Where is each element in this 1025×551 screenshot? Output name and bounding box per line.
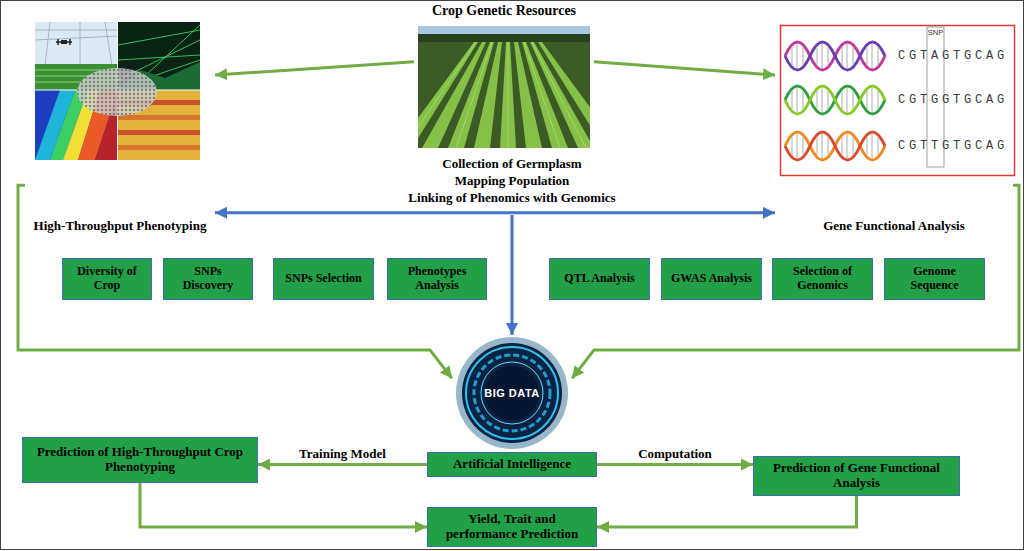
crop-field-photo <box>538 42 590 148</box>
connector-arrow <box>215 62 414 75</box>
crop-field-photo <box>474 42 502 148</box>
image-panel: Crop Genetic Resources <box>414 3 594 150</box>
process-box: QTL Analysis <box>549 258 650 300</box>
process-box: Phenotypes Analysis <box>387 258 487 300</box>
phenotyping-collage <box>56 39 72 45</box>
phenotyping-collage <box>77 68 157 116</box>
circle-core <box>485 366 539 420</box>
box-label: SNPs Discovery <box>169 265 247 293</box>
edge-label: Computation <box>636 446 714 461</box>
box-label: Selection of Genomics <box>778 265 867 293</box>
box-label: Diversity of Crop <box>68 265 146 293</box>
connector-arrow <box>594 62 775 75</box>
flow-arrow <box>511 215 514 335</box>
annotation-text: Linking of Phenomics with Genomics <box>312 190 712 205</box>
box-label: Genome Sequence <box>890 265 979 293</box>
snp-tag: SNP <box>927 28 944 37</box>
dna-illustration <box>792 134 878 158</box>
process-box: Diversity of Crop <box>62 258 152 300</box>
circle-body <box>462 343 562 443</box>
phenotyping-collage <box>35 22 200 160</box>
box-label: GWAS Analysis <box>671 272 752 286</box>
box-label: Phenotypes Analysis <box>393 265 481 293</box>
dna-illustration <box>785 86 885 114</box>
process-box: Genome Sequence <box>884 258 985 300</box>
phenotyping-collage <box>61 40 67 44</box>
box-label: Artificial Intelligence <box>453 457 571 472</box>
phenotyping-collage <box>118 145 200 150</box>
dna-illustration <box>792 88 878 112</box>
crop-field-photo <box>418 26 590 148</box>
dna-illustration <box>785 132 885 160</box>
phenotyping-collage <box>35 22 200 160</box>
process-box: SNPs Selection <box>273 258 374 300</box>
dna-illustration <box>785 42 885 160</box>
dna-sequence: CGTTGTGCAG <box>898 139 1018 153</box>
dna-sequence: CGTAGTGCAG <box>898 49 1018 63</box>
data-circle: BIG DATA <box>452 337 572 449</box>
box-label: SNPs Selection <box>285 272 361 286</box>
dna-illustration <box>785 42 885 70</box>
process-box: Artificial Intelligence <box>427 452 597 477</box>
annotation-text: Collection of Germplasm <box>312 156 712 171</box>
connector-arrow <box>140 483 427 527</box>
circle-ring <box>466 347 558 439</box>
circle-label: BIG DATA <box>484 387 540 400</box>
dna-illustration <box>785 132 885 160</box>
circle-ring <box>474 355 550 431</box>
dna-illustration <box>785 42 885 70</box>
edge-label: Training Model <box>297 446 388 461</box>
process-box: Yield, Trait and performance Prediction <box>427 507 597 547</box>
process-box: SNPs Discovery <box>163 258 253 300</box>
process-box: Prediction of Gene Functional Analysis <box>753 456 960 496</box>
circle-ring <box>481 362 543 424</box>
phenotyping-collage <box>77 68 157 116</box>
connector-arrow <box>597 496 857 527</box>
box-label: QTL Analysis <box>564 272 634 286</box>
process-box: Prediction of High-Throughput Crop Pheno… <box>22 437 258 483</box>
connector-arrow <box>597 463 753 466</box>
process-box: Selection of Genomics <box>772 258 873 300</box>
connector-arrow <box>258 463 427 466</box>
crop-field-photo <box>418 34 590 42</box>
image-panel: High-Throughput Phenotyping <box>25 22 215 234</box>
crop-field-photo <box>418 42 586 148</box>
dna-sequence: CGTGGTGCAG <box>898 93 1018 107</box>
phenotyping-collage <box>118 115 200 120</box>
dna-illustration <box>792 44 878 68</box>
box-label: Prediction of Gene Functional Analysis <box>759 461 954 491</box>
panel-caption: High-Throughput Phenotyping <box>34 219 207 234</box>
annotation-text: Mapping Population <box>312 173 712 188</box>
circle-glow <box>456 337 568 449</box>
connector-arrow <box>215 211 775 214</box>
phenotyping-collage <box>118 130 200 135</box>
panel-caption: Gene Functional Analysis <box>823 219 965 234</box>
box-label: Prediction of High-Throughput Crop Pheno… <box>28 445 252 475</box>
phenotyping-collage <box>35 22 118 66</box>
panel-caption: Crop Genetic Resources <box>432 3 576 19</box>
box-label: Yield, Trait and performance Prediction <box>433 512 591 542</box>
dna-illustration <box>785 86 885 114</box>
process-box: GWAS Analysis <box>661 258 762 300</box>
